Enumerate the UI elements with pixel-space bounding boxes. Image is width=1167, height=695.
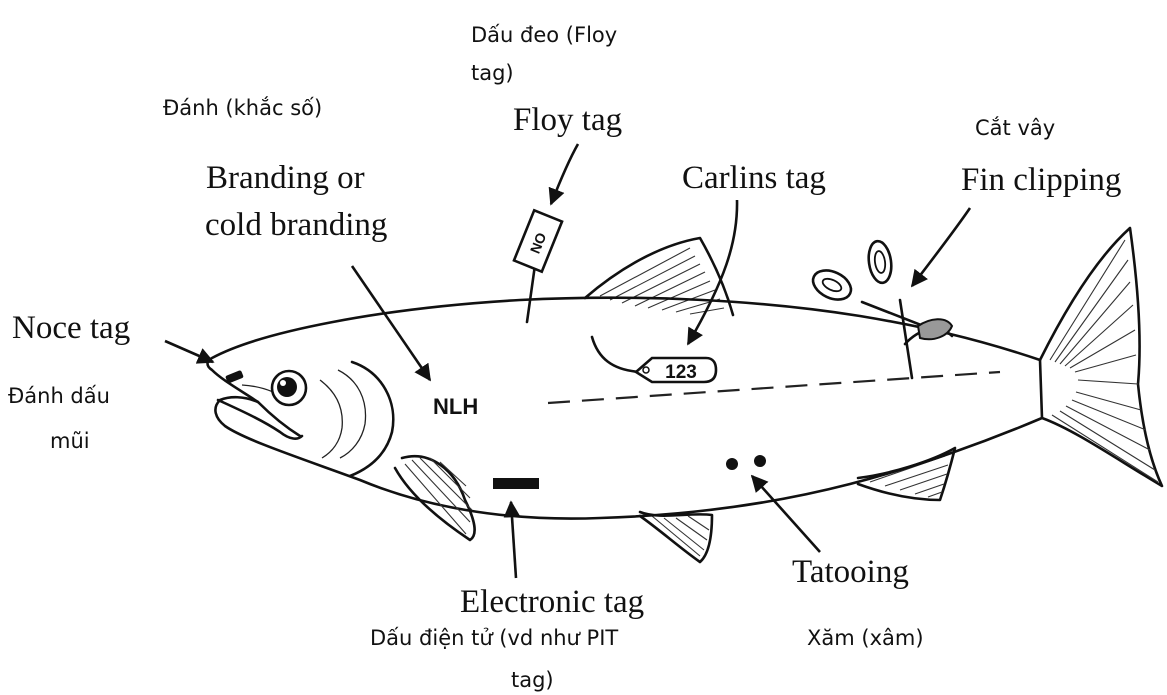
branding-label-en-line2: cold branding <box>205 207 387 243</box>
tattoo-mark <box>726 455 766 470</box>
carlins-tag-arrow <box>688 200 737 344</box>
noce-tag-mark <box>225 370 244 384</box>
branding-arrow <box>352 266 430 380</box>
carlins-tag-label-en: Carlins tag <box>682 160 826 196</box>
branding-label-vn: Đánh (khắc số) <box>163 96 322 120</box>
pelvic-fin <box>640 512 712 562</box>
carlins-tag-mark: 123 <box>592 337 716 383</box>
fin-clipping-label-vn: Cắt vây <box>975 116 1055 140</box>
noce-tag-arrow <box>165 341 213 362</box>
floy-tag-arrow <box>551 144 578 204</box>
tattoo-label-en: Tatooing <box>792 554 909 590</box>
fin-clipping-label-en: Fin clipping <box>961 162 1121 198</box>
eye <box>272 371 306 405</box>
electronic-tag-label-vn-line1: Dấu điện tử (vd như PIT <box>370 626 618 650</box>
lateral-line <box>548 372 1000 403</box>
floy-tag-label-vn-line2: tag) <box>471 61 514 85</box>
gill-cover <box>350 362 393 476</box>
tattoo-arrow <box>752 476 820 552</box>
brand-mark: NLH <box>433 394 478 419</box>
floy-tag-label-vn-line1: Dấu đeo (Floy <box>471 23 617 47</box>
electronic-tag-label-en: Electronic tag <box>460 584 644 620</box>
electronic-tag-label-vn-line2: tag) <box>511 668 554 692</box>
electronic-tag-mark <box>493 478 539 489</box>
fish-body <box>208 298 1043 519</box>
tail-fin <box>1040 228 1162 486</box>
fish-illustration <box>208 228 1163 562</box>
pectoral-fin <box>395 456 475 540</box>
tattoo-label-vn: Xăm (xâm) <box>807 626 924 650</box>
floy-tag-label-en: Floy tag <box>513 102 622 138</box>
fin-clipping-arrow <box>912 208 970 286</box>
floy-tag-mark: NO <box>514 210 562 322</box>
svg-text:123: 123 <box>665 362 697 383</box>
noce-tag-label-en: Noce tag <box>12 310 130 346</box>
noce-tag-label-vn-line2: mũi <box>50 429 90 453</box>
electronic-tag-arrow <box>511 502 516 578</box>
noce-tag-label-vn-line1: Đánh dấu <box>8 384 110 408</box>
branding-label-en-line1: Branding or <box>206 160 365 196</box>
